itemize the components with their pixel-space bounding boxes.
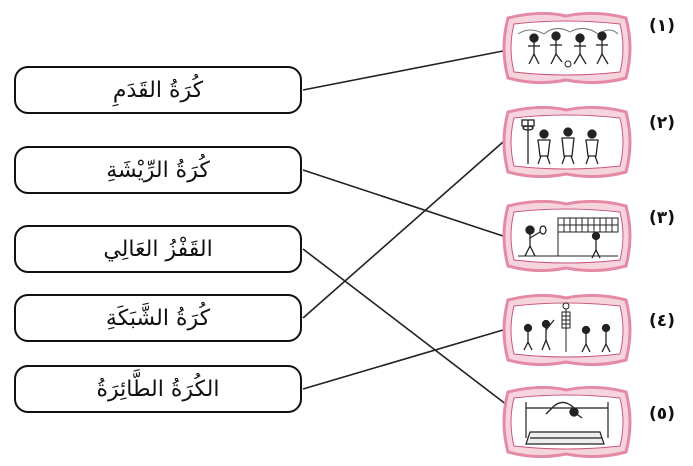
connector-line-netball [302, 141, 504, 319]
word-box-football[interactable]: كُرَةُ القَدَمِ [14, 66, 302, 114]
word-box-high-jump[interactable]: القَفْزُ العَالِي [14, 225, 302, 273]
netball-players-icon [502, 105, 632, 179]
picture-frame-2[interactable] [500, 105, 632, 179]
picture-frame-4[interactable] [500, 293, 632, 367]
word-label: كُرَةُ الشَّبَكَةِ [105, 305, 211, 331]
connector-line-high-jump [302, 248, 508, 406]
word-label: القَفْزُ العَالِي [103, 236, 213, 262]
word-box-volleyball[interactable]: الكُرَةُ الطَّائِرَةُ [14, 365, 302, 413]
connector-line-badminton [302, 169, 504, 237]
word-label: كُرَةُ القَدَمِ [112, 77, 204, 103]
connector-line-volleyball [302, 329, 504, 390]
connector-line-football [302, 50, 504, 91]
badminton-players-icon [502, 199, 632, 273]
high-jump-icon [502, 385, 632, 459]
picture-number-4: (٤) [649, 311, 675, 331]
word-box-netball[interactable]: كُرَةُ الشَّبَكَةِ [14, 294, 302, 342]
picture-number-5: (٥) [649, 404, 675, 424]
volleyball-players-icon [502, 293, 632, 367]
word-label: كُرَةُ الرِّيْشَةِ [106, 157, 210, 183]
picture-number-2: (٢) [649, 113, 675, 133]
picture-frame-1[interactable] [500, 11, 632, 85]
word-label: الكُرَةُ الطَّائِرَةُ [96, 376, 220, 402]
picture-frame-3[interactable] [500, 199, 632, 273]
picture-number-3: (٣) [649, 208, 675, 228]
picture-number-1: (١) [649, 16, 675, 36]
picture-frame-5[interactable] [500, 385, 632, 459]
football-players-icon [502, 11, 632, 85]
word-box-badminton[interactable]: كُرَةُ الرِّيْشَةِ [14, 146, 302, 194]
